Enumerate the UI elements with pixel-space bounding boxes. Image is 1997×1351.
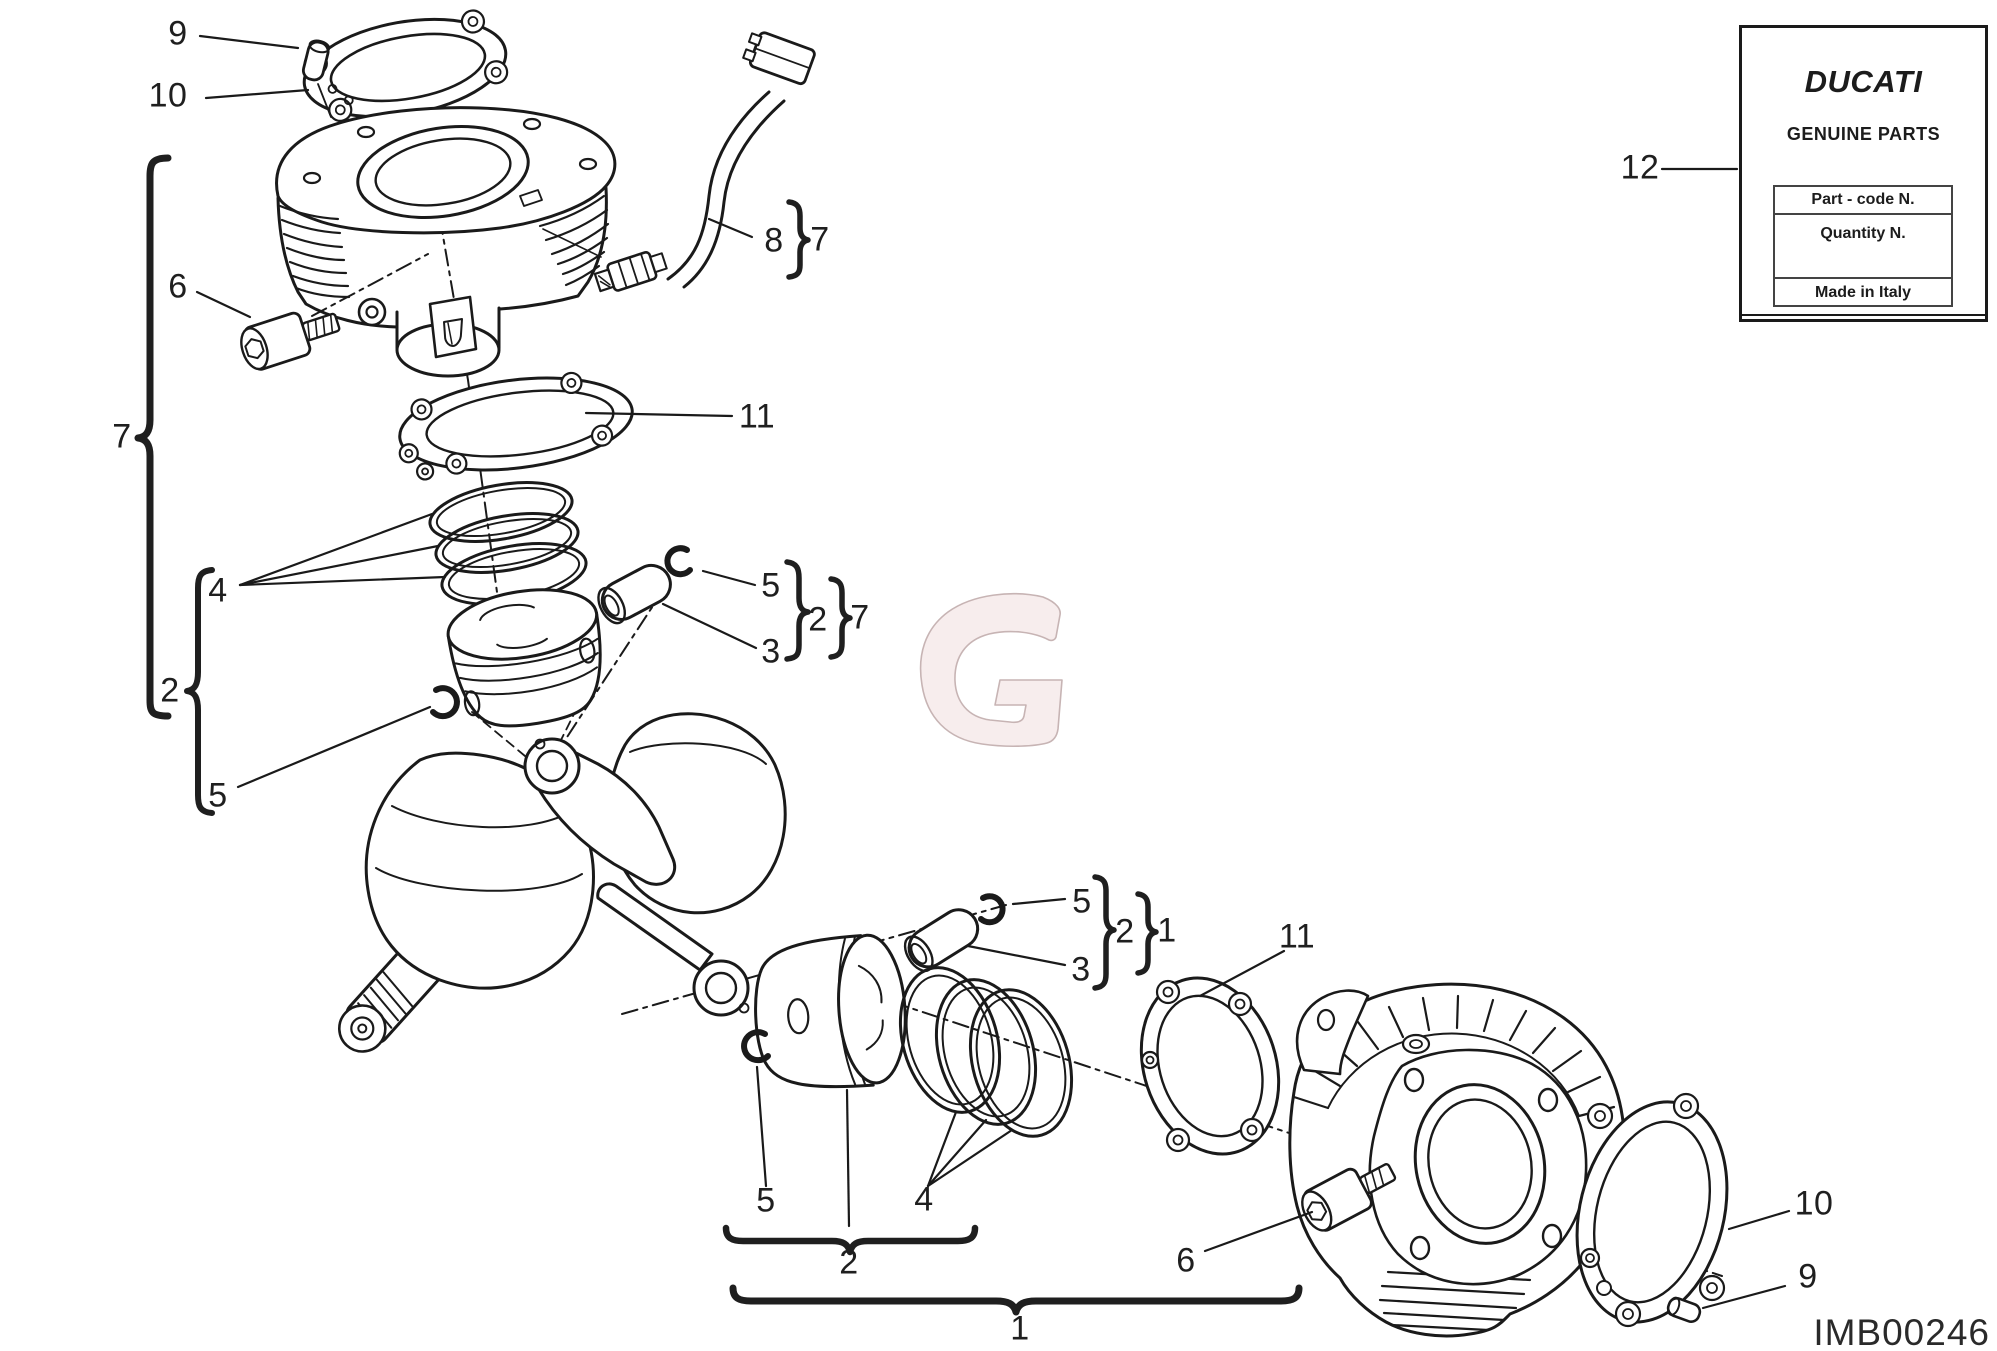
brace-piston-group-2 — [722, 1224, 979, 1256]
piston-top — [446, 588, 602, 728]
field-quantity: Quantity N. — [1775, 213, 1951, 277]
callout-8: 8 — [764, 221, 784, 260]
callout-2-bottom: 2 — [839, 1243, 859, 1282]
callout-11-top: 11 — [738, 397, 776, 436]
callout-3-mid: 3 — [761, 632, 781, 671]
brace-8-7 — [786, 199, 811, 280]
brace-5-3-to-2-bottom — [1092, 874, 1117, 991]
callout-7-group-left: 7 — [112, 417, 132, 456]
callout-10-top: 10 — [148, 76, 188, 115]
dowel-pin-top — [301, 39, 332, 118]
ducati-logo-text: DUCATI — [1804, 64, 1923, 99]
callout-leader-lines — [195, 34, 1791, 1310]
brace-2-to-1-bottom — [1135, 891, 1159, 976]
field-made-in-italy: Made in Italy — [1775, 277, 1951, 305]
piston-bottom — [754, 933, 907, 1089]
cable-connector — [742, 31, 816, 86]
dowel-pin-bottom — [1666, 1296, 1702, 1323]
callout-6-top: 6 — [168, 267, 188, 306]
callout-10-bottom: 10 — [1794, 1184, 1834, 1223]
brace-group-7-left — [134, 154, 172, 720]
base-gasket-right — [1139, 976, 1281, 1156]
callout-9-bottom: 9 — [1798, 1257, 1818, 1296]
genuine-parts-label-box: DUCATI GENUINE PARTS Part - code N. Quan… — [1739, 25, 1988, 322]
cable-sensor-fitting — [593, 251, 668, 293]
callout-2-mid: 2 — [808, 600, 828, 639]
callout-1-bottom: 1 — [1010, 1309, 1030, 1348]
brace-2-to-7 — [828, 576, 853, 660]
ducati-shield-icon — [443, 318, 463, 347]
circlip-top-right — [664, 545, 693, 578]
genuine-parts-subtitle: GENUINE PARTS — [1786, 124, 1941, 144]
wrist-pin-top — [597, 563, 672, 625]
grouping-braces — [134, 154, 1303, 1316]
callout-6-bottom: 6 — [1176, 1241, 1196, 1280]
brace-group-2-left — [184, 567, 215, 816]
sensor-cable — [542, 31, 816, 293]
callout-5-mid: 5 — [761, 566, 781, 605]
cylinder-bolt-bottom — [1301, 1163, 1397, 1232]
field-part-code: Part - code N. — [1811, 191, 1915, 208]
callout-5-left: 5 — [208, 776, 228, 815]
drawing-code: IMB00246 — [1813, 1312, 1990, 1351]
head-gasket-right — [1575, 1092, 1729, 1328]
cylinder-right — [1288, 982, 1626, 1338]
base-gasket-top — [398, 371, 634, 481]
callout-4-bottom: 4 — [914, 1180, 934, 1219]
wrist-pin-bottom — [903, 908, 980, 973]
piston-rings-bottom — [898, 966, 1074, 1138]
circlip-bottom-left — [741, 1029, 771, 1064]
watermark-g-logo — [919, 592, 1063, 748]
cylinder-bolt-top — [240, 311, 341, 371]
callout-7-cable: 7 — [810, 220, 830, 259]
circlip-top-left — [430, 685, 460, 720]
crankshaft-assembly — [338, 712, 787, 1053]
callout-1-lower: 1 — [1157, 911, 1177, 950]
piston-rings-top — [428, 481, 588, 606]
callout-5-lower: 5 — [1072, 882, 1092, 921]
callout-7-mid: 7 — [850, 598, 870, 637]
circlip-bottom-right — [978, 893, 1006, 926]
brace-5-3-to-2 — [784, 559, 811, 662]
label-foot-divider — [1742, 314, 1985, 316]
label-fields-table: Part - code N. Quantity N. Made in Italy — [1773, 185, 1953, 307]
callout-2-lower: 2 — [1115, 912, 1135, 951]
callout-11-right: 11 — [1278, 917, 1316, 956]
callout-4-left: 4 — [208, 571, 228, 610]
callout-2-left: 2 — [160, 671, 180, 710]
cylinder-top — [275, 106, 617, 378]
brace-cylinder-group-1 — [729, 1284, 1303, 1316]
callout-9-top: 9 — [168, 14, 188, 53]
head-gasket-top — [302, 9, 509, 122]
callout-12-label-box: 12 — [1620, 148, 1660, 187]
callout-3-lower: 3 — [1071, 950, 1091, 989]
callout-5-bottom: 5 — [756, 1181, 776, 1220]
